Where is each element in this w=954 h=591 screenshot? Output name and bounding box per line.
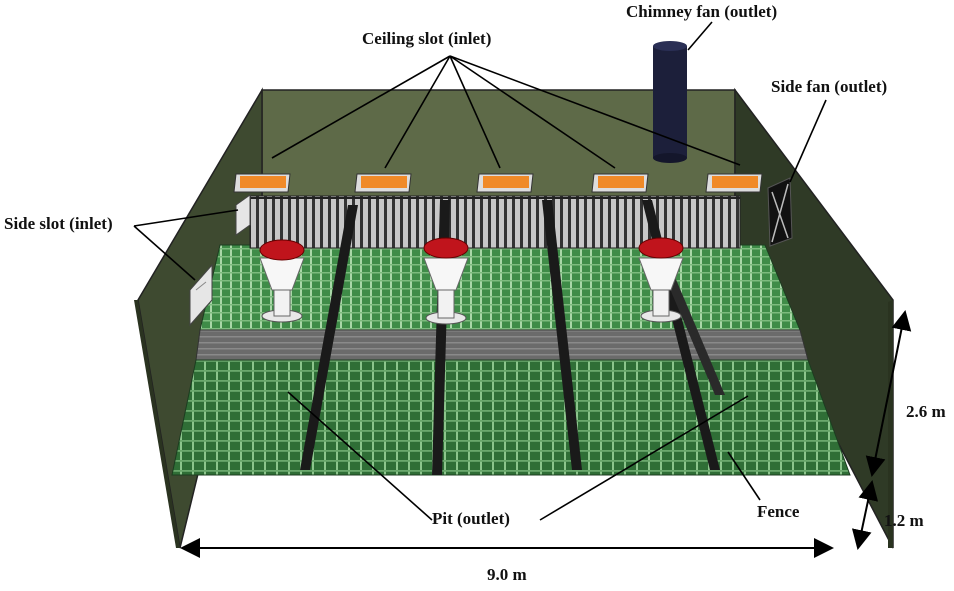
side-fan [767, 177, 793, 247]
leader-lines [133, 21, 827, 521]
side-fan-label: Side fan (outlet) [771, 77, 888, 96]
fence [662, 270, 725, 395]
feeder [259, 239, 305, 323]
ceiling-slot [354, 173, 412, 193]
height-lower-label: 1.2 m [884, 511, 924, 530]
fence [542, 200, 582, 470]
side-slot-label: Side slot (inlet) [4, 214, 113, 233]
pit-label: Pit (outlet) [432, 509, 510, 528]
left-wall-front [134, 300, 180, 548]
ceiling-slot [476, 173, 534, 193]
fence-label: Fence [757, 502, 800, 521]
height-upper-label: 2.6 m [906, 402, 946, 421]
side-slot [235, 194, 251, 236]
floor-front [171, 359, 851, 476]
height-dimension-lower [851, 480, 879, 550]
feeder [638, 237, 684, 323]
ceiling-slot-label: Ceiling slot (inlet) [362, 29, 492, 48]
ceiling-slot [705, 173, 763, 193]
ceiling-slot [233, 173, 291, 193]
width-label: 9.0 m [487, 565, 527, 584]
feeder [423, 237, 469, 325]
chimney-fan-label: Chimney fan (outlet) [626, 2, 778, 21]
chimney-fan [653, 41, 687, 163]
ceiling-slot [591, 173, 649, 193]
fence [300, 205, 358, 470]
side-slot [189, 263, 213, 327]
height-dimension-upper [865, 310, 912, 477]
walkway [195, 329, 809, 361]
